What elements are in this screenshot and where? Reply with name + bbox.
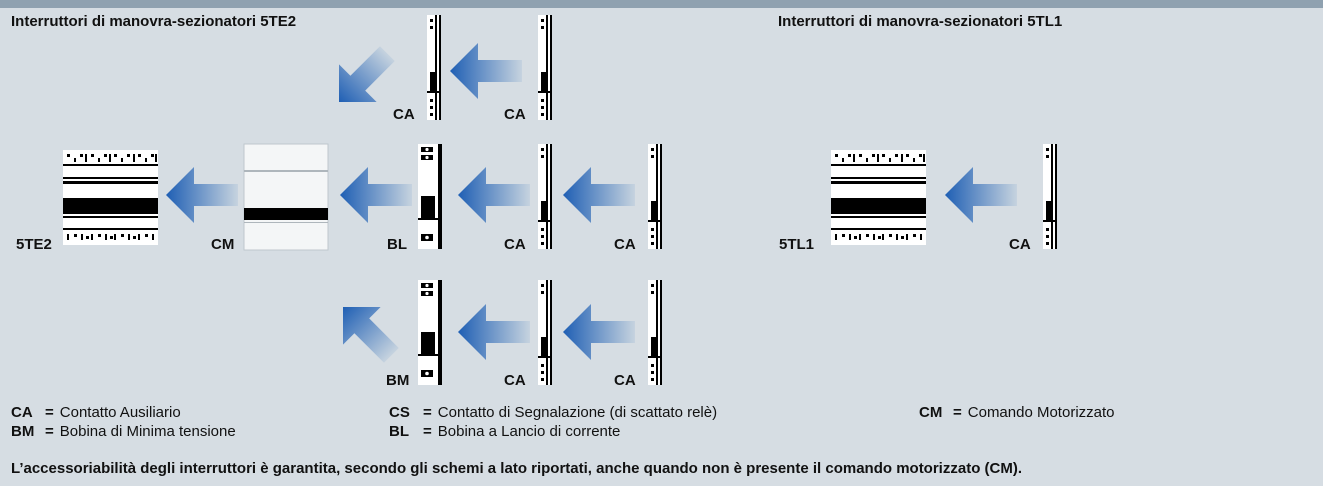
switch-5te2-module: [63, 150, 158, 245]
arrow-icon: [458, 167, 530, 223]
ca-module: [538, 280, 552, 385]
legend-item-bl: BL = Bobina a Lancio di corrente: [389, 423, 620, 440]
title-5tl1: Interruttori di manovra-sezionatori 5TL1: [778, 13, 1063, 30]
legend-description: Comando Motorizzato: [967, 404, 1115, 421]
legend-equals: =: [423, 404, 432, 421]
label-bm: BM: [386, 372, 410, 389]
arrow-icon: [450, 43, 522, 99]
label-ca: CA: [504, 106, 526, 123]
legend-item-bm: BM = Bobina di Minima tensione: [11, 423, 236, 440]
arrow-icon: [563, 304, 635, 360]
label-ca: CA: [393, 106, 415, 123]
legend-item-cm: CM = Comando Motorizzato: [919, 404, 1115, 421]
ca-module: [427, 15, 441, 120]
label-bl: BL: [387, 236, 407, 253]
arrow-icon: [340, 167, 412, 223]
label-ca: CA: [504, 372, 526, 389]
arrow-icon: [458, 304, 530, 360]
legend-code: BL: [389, 423, 409, 440]
arrow-icon: [166, 167, 238, 223]
legend-code: CM: [919, 404, 943, 421]
label-ca: CA: [614, 236, 636, 253]
arrow-up-left-icon: [324, 288, 411, 375]
legend-code: CS: [389, 404, 410, 421]
legend-code: CA: [11, 404, 33, 421]
legend-equals: =: [45, 404, 54, 421]
title-5te2: Interruttori di manovra-sezionatori 5TE2: [11, 13, 297, 30]
legend-description: Bobina di Minima tensione: [59, 423, 236, 440]
arrow-icon: [563, 167, 635, 223]
top-bar: [0, 0, 1323, 8]
ca-module: [538, 15, 552, 120]
footnote: L’accessoriabilità degli interruttori è …: [11, 460, 1023, 477]
label-ca: CA: [1009, 236, 1031, 253]
bm-module: [418, 280, 442, 385]
ca-module: [648, 280, 662, 385]
legend-description: Contatto di Segnalazione (di scattato re…: [437, 404, 718, 421]
label-cm: CM: [211, 236, 235, 253]
legend-description: Bobina a Lancio di corrente: [437, 423, 621, 440]
cm-module: [243, 143, 329, 251]
legend-item-ca: CA = Contatto Ausiliario: [11, 404, 181, 421]
legend-equals: =: [45, 423, 54, 440]
legend-equals: =: [953, 404, 962, 421]
arrow-icon: [945, 167, 1017, 223]
legend-description: Contatto Ausiliario: [59, 404, 181, 421]
switch-5tl1-module: [831, 150, 926, 245]
ca-module: [648, 144, 662, 249]
label-5tl1: 5TL1: [779, 236, 815, 253]
label-ca: CA: [614, 372, 636, 389]
legend-item-cs: CS = Contatto di Segnalazione (di scattato…: [389, 404, 717, 421]
label-5te2: 5TE2: [16, 236, 52, 253]
legend-equals: =: [423, 423, 432, 440]
ca-module: [1043, 144, 1057, 249]
ca-module: [538, 144, 552, 249]
bl-module: [418, 144, 442, 249]
label-ca: CA: [504, 236, 526, 253]
legend-code: BM: [11, 423, 35, 440]
